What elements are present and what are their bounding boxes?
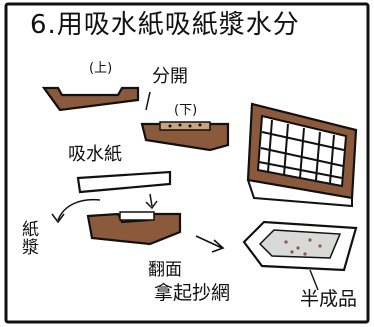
mold-screen-drawing (246, 102, 358, 208)
down-arrow (145, 193, 158, 210)
top-mold-drawing (41, 86, 140, 112)
absorbent-paper-drawing (76, 170, 172, 194)
separate-arrow (145, 91, 151, 111)
semi-product-drawing (242, 220, 358, 291)
curved-arrow (51, 198, 101, 224)
pressed-mold-drawing (86, 211, 182, 246)
bottom-mold-drawing (140, 121, 230, 152)
label-semi-product: 半成品 (300, 288, 358, 310)
step-title: 6.用吸水紙吸紙漿水分 (30, 10, 300, 40)
label-top: (上) (89, 61, 113, 76)
label-lift-mesh: 拿起抄網 (154, 282, 231, 304)
label-flip: 翻面 (148, 260, 182, 280)
label-separate: 分開 (152, 66, 188, 87)
right-arrow (195, 235, 225, 253)
panel-border (4, 2, 370, 324)
label-absorbent-paper: 吸水紙 (68, 144, 122, 165)
label-bottom: (下) (174, 103, 198, 118)
label-pulp: 紙漿 (22, 220, 39, 258)
